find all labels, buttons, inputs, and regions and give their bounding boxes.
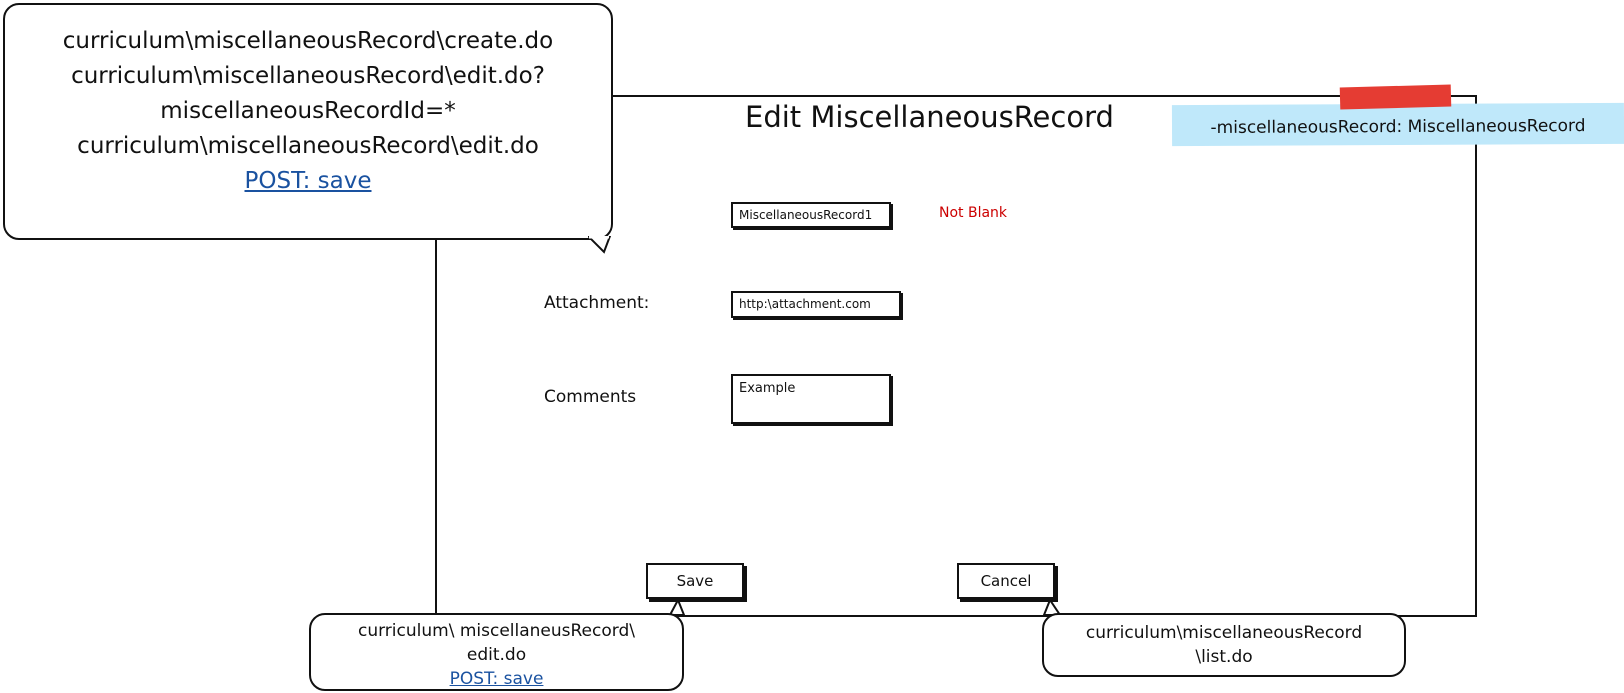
attachment-input[interactable]: http:\attachment.com (731, 291, 901, 318)
cancel-button[interactable]: Cancel (957, 563, 1055, 599)
save-target-bubble: curriculum\ miscellaneusRecord\ edit.do … (309, 613, 684, 691)
model-sticky-note: -miscellaneousRecord: MiscellaneousRecor… (1171, 102, 1624, 147)
cancel-target-line: \list.do (1195, 647, 1253, 667)
save-button[interactable]: Save (646, 563, 744, 599)
sticky-tape (1339, 84, 1452, 110)
name-input[interactable]: MiscellaneousRecord1 (731, 202, 891, 228)
cancel-target-line: curriculum\miscellaneousRecord (1085, 623, 1363, 643)
save-target-line: edit.do (466, 645, 527, 665)
entry-url-line: curriculum\miscellaneousRecord\edit.do? (71, 63, 545, 89)
comments-textarea[interactable]: Example (731, 374, 891, 424)
cancel-target-bubble: curriculum\miscellaneousRecord \list.do (1042, 613, 1406, 677)
save-post-link[interactable]: POST: save (449, 669, 544, 689)
name-validation-message: Not Blank (939, 205, 1008, 221)
attachment-label: Attachment: (544, 293, 650, 313)
entry-urls-bubble: curriculum\miscellaneousRecord\create.do… (3, 3, 613, 240)
comments-label: Comments (544, 387, 637, 407)
entry-urls-bubble-tail (588, 236, 612, 254)
entry-url-line: miscellaneousRecordId=* (160, 98, 456, 124)
entry-url-line: curriculum\miscellaneousRecord\edit.do (77, 133, 539, 159)
page-title: Edit MiscellaneousRecord (745, 100, 1114, 134)
post-save-link[interactable]: POST: save (244, 168, 372, 194)
entry-url-line: curriculum\miscellaneousRecord\create.do (62, 28, 554, 54)
save-target-line: curriculum\ miscellaneusRecord\ (358, 621, 635, 641)
model-note-label: -miscellaneousRecord: MiscellaneousRecor… (1210, 115, 1586, 138)
